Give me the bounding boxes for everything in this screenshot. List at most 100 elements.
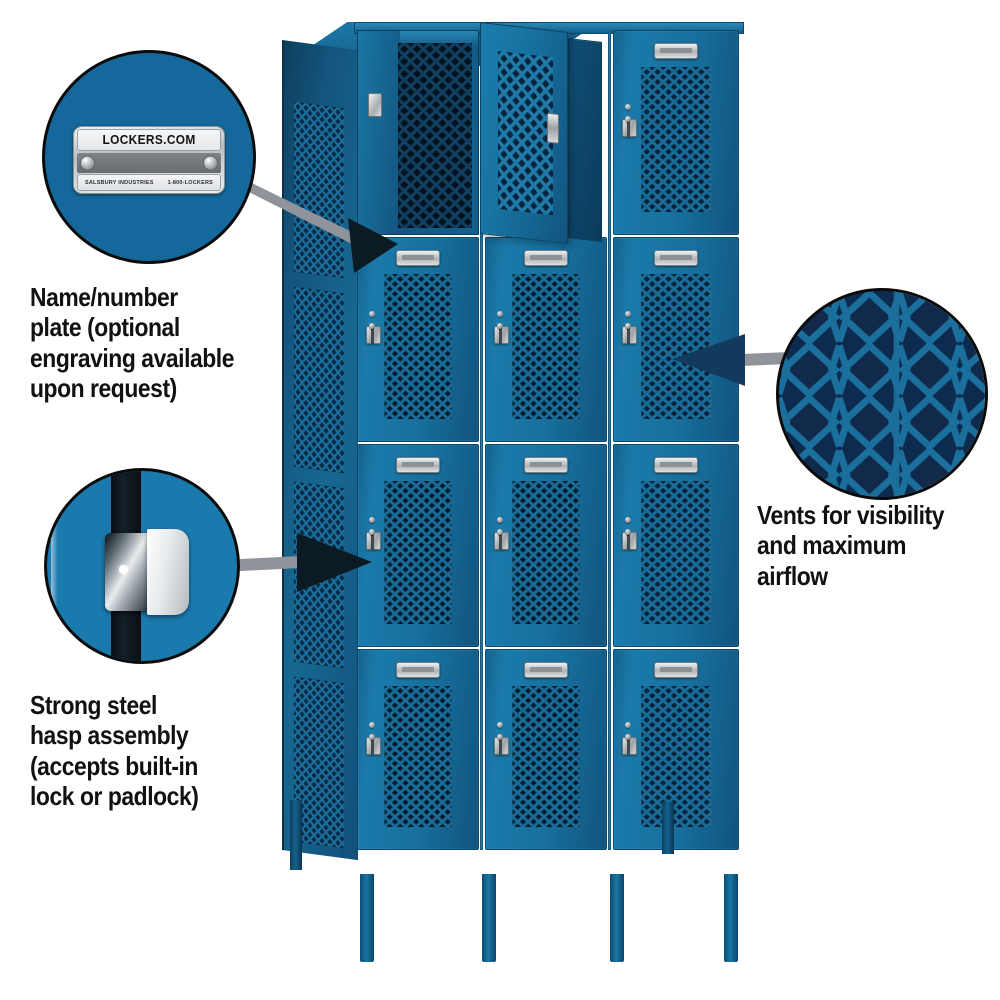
locker-column-3 (610, 30, 742, 850)
open-locker-door[interactable] (480, 21, 568, 245)
locker-unit (282, 21, 744, 962)
locker-door[interactable] (357, 237, 479, 442)
screw-icon (203, 155, 218, 170)
callout-label-hasp: Strong steel hasp assembly (accepts buil… (30, 690, 199, 812)
door-bank (354, 21, 742, 850)
hasp-icon[interactable] (494, 326, 509, 345)
locker-side-panel (282, 40, 358, 861)
rivet-icon (625, 529, 631, 536)
rivet-icon (369, 311, 375, 318)
hasp-icon[interactable] (622, 532, 637, 551)
locker-leg (290, 800, 302, 870)
hasp-icon[interactable] (494, 532, 509, 551)
door-latch-icon (368, 93, 382, 117)
hasp-icon[interactable] (622, 119, 637, 138)
locker-door[interactable] (357, 649, 479, 850)
nameplate-engraving-strip (77, 152, 221, 173)
nameplate-icon (396, 250, 440, 266)
locker-door[interactable] (613, 30, 739, 235)
locker-column-1 (354, 30, 482, 850)
nameplate-brand-row: LOCKERS.COM (77, 129, 221, 151)
callout-label-vents: Vents for visibility and maximum airflow (757, 500, 945, 591)
nameplate-company: SALSBURY INDUSTRIES (85, 179, 154, 186)
locker-door[interactable] (613, 237, 739, 442)
locker-door[interactable] (485, 237, 607, 442)
locker-door[interactable] (613, 444, 739, 647)
rivet-icon (497, 517, 503, 524)
locker-door[interactable] (485, 444, 607, 647)
rivet-icon (369, 323, 375, 330)
locker-door[interactable] (357, 444, 479, 647)
open-locker-compartment (357, 30, 479, 235)
hasp-icon[interactable] (622, 326, 637, 345)
hasp-icon[interactable] (547, 112, 559, 144)
rivet-icon (369, 529, 375, 536)
callout-circle-nameplate: LOCKERS.COM SALSBURY INDUSTRIES 1-800-LO… (42, 50, 256, 264)
side-vent-panel (294, 286, 344, 474)
side-vent-panel (294, 481, 344, 669)
nameplate-icon (524, 457, 568, 473)
nameplate-brand: LOCKERS.COM (102, 133, 196, 147)
compartment-side-wall (358, 31, 400, 234)
nameplate-icon (396, 662, 440, 678)
padlock-hole-icon (119, 565, 128, 574)
compartment-back-vent (398, 43, 472, 228)
vent-mesh-detail-icon (779, 291, 985, 497)
rivet-icon (497, 311, 503, 318)
locker-leg (360, 874, 374, 962)
rivet-icon (497, 721, 503, 728)
hasp-icon[interactable] (366, 532, 381, 551)
column-divider (608, 30, 611, 850)
locker-door[interactable] (613, 649, 739, 850)
screw-icon (80, 155, 95, 170)
door-edge-highlight (51, 499, 58, 639)
nameplate-icon (396, 457, 440, 473)
hasp-icon[interactable] (366, 326, 381, 345)
door-vent-panel (384, 481, 452, 624)
column-divider (480, 30, 483, 850)
rivet-icon (625, 517, 631, 524)
nameplate-icon (654, 43, 698, 59)
rivet-icon (625, 116, 631, 123)
locker-door[interactable] (485, 649, 607, 850)
nameplate-icon (524, 250, 568, 266)
rivet-icon (625, 104, 631, 111)
locker-leg (724, 874, 738, 962)
door-vent-panel (498, 51, 554, 216)
nameplate-phone: 1-800-LOCKERS (167, 179, 213, 186)
locker-column-2 (482, 30, 610, 850)
nameplate-icon (654, 457, 698, 473)
open-locker-door-edge (568, 38, 602, 242)
callout-circle-hasp (44, 468, 240, 664)
side-vent-panel (294, 101, 344, 279)
hasp-detail-icon (105, 533, 151, 611)
door-vent-panel (641, 274, 711, 419)
door-vent-panel (512, 686, 580, 827)
callout-circle-vents (776, 288, 988, 500)
rivet-icon (497, 323, 503, 330)
locker-leg (662, 802, 674, 854)
door-vent-panel (384, 686, 452, 827)
nameplate-detail-icon: LOCKERS.COM SALSBURY INDUSTRIES 1-800-LO… (73, 126, 225, 194)
nameplate-footer-row: SALSBURY INDUSTRIES 1-800-LOCKERS (77, 174, 221, 191)
nameplate-icon (654, 250, 698, 266)
door-vent-panel (641, 67, 711, 212)
rivet-icon (369, 517, 375, 524)
rivet-icon (497, 733, 503, 740)
locker-leg (482, 874, 496, 962)
door-vent-panel (384, 274, 452, 419)
rivet-icon (625, 721, 631, 728)
door-vent-panel (641, 686, 711, 827)
rivet-icon (625, 311, 631, 318)
side-vent-panel (294, 676, 344, 849)
door-vent-panel (641, 481, 711, 624)
rivet-icon (497, 529, 503, 536)
door-vent-panel (512, 481, 580, 624)
nameplate-icon (654, 662, 698, 678)
rivet-icon (369, 733, 375, 740)
rivet-icon (625, 733, 631, 740)
rivet-icon (625, 323, 631, 330)
callout-label-nameplate: Name/number plate (optional engraving av… (30, 282, 235, 404)
door-vent-panel (512, 274, 580, 419)
